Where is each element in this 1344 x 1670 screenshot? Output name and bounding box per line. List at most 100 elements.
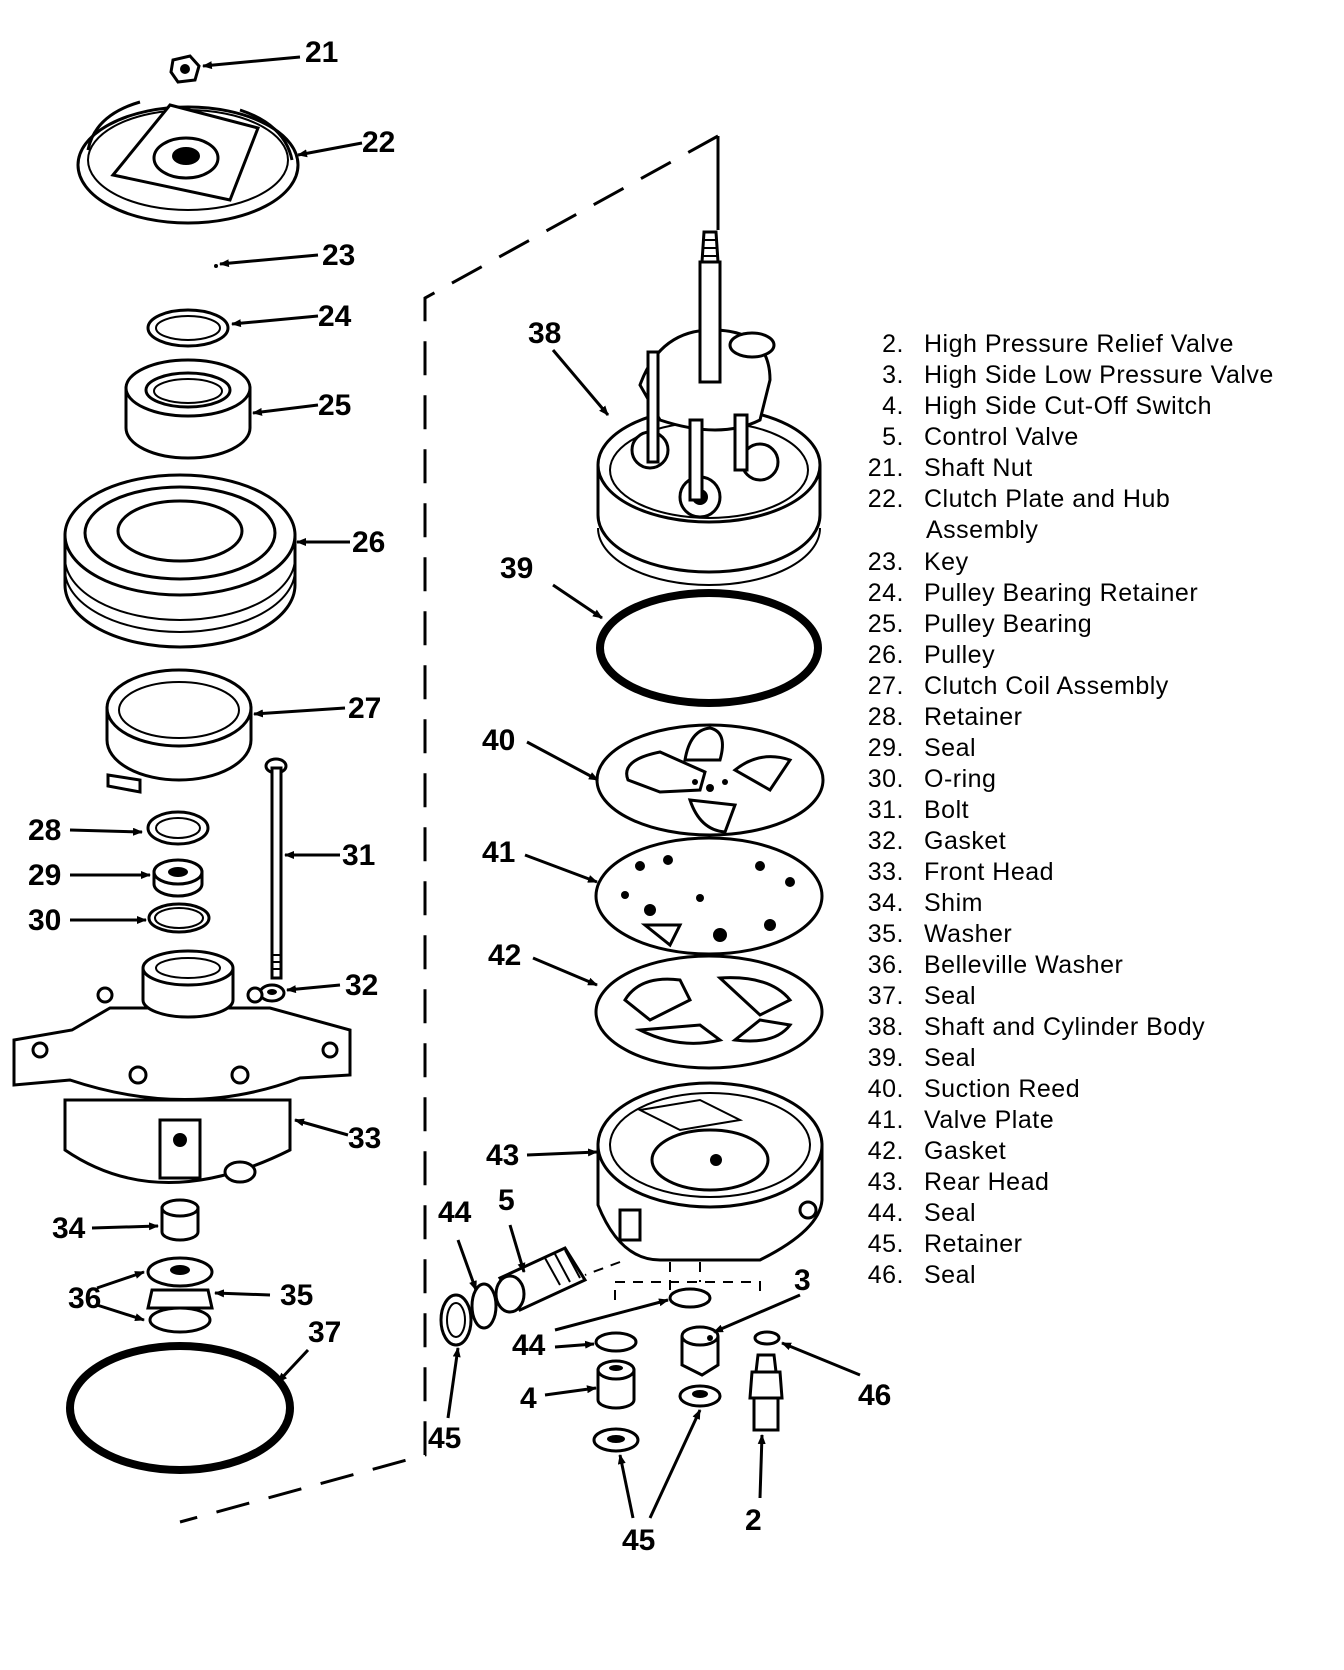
legend-label: Gasket (924, 827, 1006, 855)
legend-label: Retainer (924, 703, 1023, 731)
callout-39: 39 (500, 552, 533, 585)
legend-label: Bolt (924, 796, 969, 824)
key-part (214, 264, 218, 268)
legend-num: 45. (868, 1230, 904, 1258)
callout-25: 25 (318, 389, 351, 422)
callout-3: 3 (794, 1264, 811, 1297)
callout-44-lower: 44 (512, 1329, 546, 1362)
legend-label: Key (924, 548, 969, 576)
legend-label: High Side Cut-Off Switch (924, 392, 1212, 420)
assembly-frame (179, 134, 720, 1524)
callout-21: 21 (305, 36, 338, 69)
legend-num: 27. (868, 672, 904, 700)
callout-36: 36 (68, 1282, 101, 1315)
control-valve-part (494, 1246, 588, 1314)
retainer-45-mid-part (678, 1384, 722, 1408)
legend-label: Clutch Plate and Hub (924, 485, 1170, 513)
front-head-part (12, 949, 352, 1184)
callout-44-upper: 44 (438, 1196, 472, 1229)
legend-num: 42. (868, 1137, 904, 1165)
suction-reed-part (595, 723, 825, 837)
clutch-plate-part (76, 100, 300, 225)
legend-label: Valve Plate (924, 1106, 1054, 1134)
callout-24: 24 (318, 300, 352, 333)
seal-44-left-part (470, 1282, 498, 1330)
legend-num: 38. (868, 1013, 904, 1041)
seal-39-part (596, 589, 822, 707)
legend-num: 44. (868, 1199, 904, 1227)
callout-45-left: 45 (428, 1422, 461, 1455)
callout-28: 28 (28, 814, 61, 847)
legend-num: 33. (868, 858, 904, 886)
seal-46-part (753, 1330, 781, 1346)
legend-label: Seal (924, 734, 976, 762)
shaft-nut-part (169, 54, 201, 84)
callout-34: 34 (52, 1212, 86, 1245)
legend-label: High Side Low Pressure Valve (924, 361, 1274, 389)
seal-29-part (152, 858, 204, 898)
legend-num: 34. (868, 889, 904, 917)
callout-35: 35 (280, 1279, 313, 1312)
retainer-45-left-part (439, 1293, 473, 1347)
legend-num: 31. (868, 796, 904, 824)
callout-32: 32 (345, 969, 378, 1002)
callout-31: 31 (342, 839, 375, 872)
seal-44-upper-part (668, 1287, 712, 1309)
gasket-32-part (258, 983, 286, 1003)
legend-label: Seal (924, 1199, 976, 1227)
relief-valve-part (748, 1353, 784, 1432)
callout-43: 43 (486, 1139, 519, 1172)
pulley-bearing-retainer-part (146, 308, 230, 348)
legend-label: Assembly (926, 516, 1038, 544)
pulley-bearing-part (124, 358, 252, 460)
legend-num: 35. (868, 920, 904, 948)
legend-label: Shim (924, 889, 983, 917)
legend-label: Shaft and Cylinder Body (924, 1013, 1205, 1041)
callout-38: 38 (528, 317, 561, 350)
legend-num: 30. (868, 765, 904, 793)
callout-41: 41 (482, 836, 515, 869)
gasket-42-part (594, 954, 824, 1070)
valve-plate-part (594, 836, 824, 956)
legend-label: Seal (924, 1261, 976, 1289)
legend-label: Control Valve (924, 423, 1079, 451)
legend-label: Front Head (924, 858, 1054, 886)
callout-30: 30 (28, 904, 61, 937)
callout-labels: 21 22 23 24 25 26 27 28 29 30 31 32 33 3… (28, 36, 891, 1557)
legend-label: Belleville Washer (924, 951, 1123, 979)
callout-40: 40 (482, 724, 515, 757)
legend-label: Washer (924, 920, 1012, 948)
legend-num: 4. (882, 392, 904, 420)
callout-33: 33 (348, 1122, 381, 1155)
valve-3-part (680, 1325, 720, 1377)
legend-label: Gasket (924, 1137, 1006, 1165)
seal-37-part (66, 1342, 294, 1474)
callout-4: 4 (520, 1382, 537, 1415)
callout-46: 46 (858, 1379, 891, 1412)
legend-num: 41. (868, 1106, 904, 1134)
legend-label: Suction Reed (924, 1075, 1080, 1103)
legend-num: 3. (882, 361, 904, 389)
legend-num: 43. (868, 1168, 904, 1196)
washer-stack-part (146, 1256, 214, 1334)
bolt-part (264, 757, 288, 980)
legend-label: O-ring (924, 765, 996, 793)
parts-legend: 2. High Pressure Relief Valve 3. High Si… (868, 330, 1274, 1289)
retainer-45-low-part (592, 1427, 640, 1453)
legend-num: 36. (868, 951, 904, 979)
legend-label: Seal (924, 982, 976, 1010)
rear-head-part (596, 1081, 824, 1262)
clutch-coil-part (105, 668, 253, 794)
callout-5: 5 (498, 1184, 515, 1217)
legend-num: 26. (868, 641, 904, 669)
callout-42: 42 (488, 939, 521, 972)
legend-num: 46. (868, 1261, 904, 1289)
legend-num: 37. (868, 982, 904, 1010)
pulley-part (63, 473, 297, 649)
legend-num: 23. (868, 548, 904, 576)
legend-label: Seal (924, 1044, 976, 1072)
legend-num: 25. (868, 610, 904, 638)
legend-label: Shaft Nut (924, 454, 1033, 482)
legend-num: 2. (882, 330, 904, 358)
shim-part (160, 1198, 200, 1242)
